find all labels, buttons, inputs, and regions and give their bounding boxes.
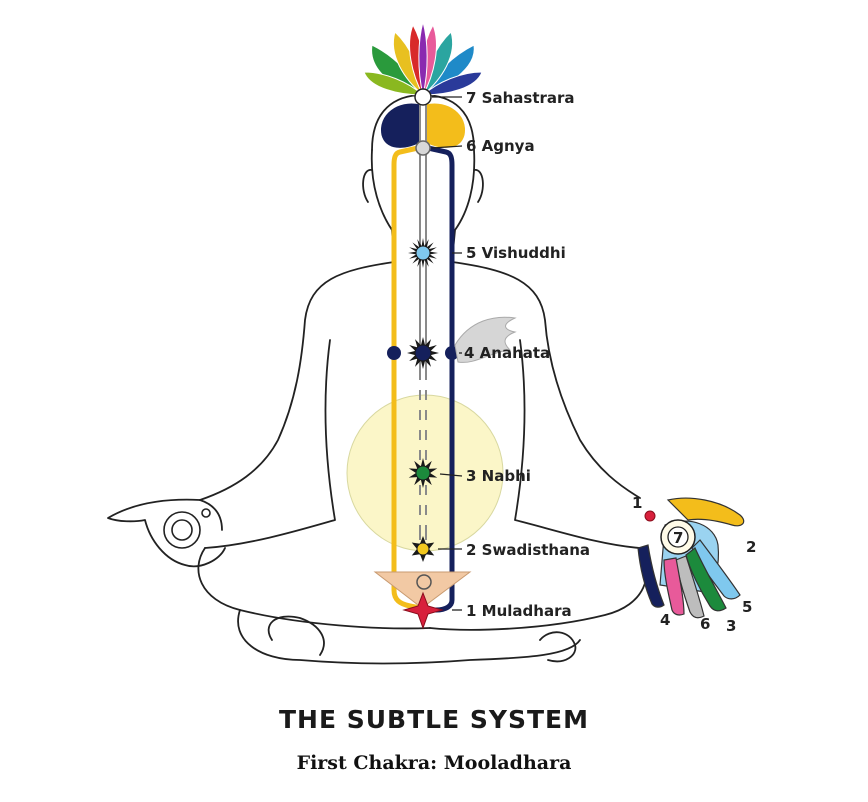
kundalini-coil [416,574,432,590]
left-palm-circle [163,508,211,549]
swadisthana-triangle [373,571,472,609]
swadisthana-chakra [411,536,435,562]
body-outline [107,94,648,665]
right-channel [427,145,455,613]
vishuddhi-chakra [408,238,438,268]
agnya-right-loop [425,103,465,148]
agnya-left-loop [381,103,421,148]
finger-number-6: 6 [700,615,710,633]
label-vishuddhi: 5 Vishuddhi [466,244,566,262]
nabhi-chakra [408,458,438,488]
diagram-title: THE SUBTLE SYSTEM [278,705,589,734]
left-channel [391,145,421,611]
sahastrara-chakra [414,88,432,106]
finger-number-7: 7 [673,529,683,547]
right-hand [637,497,745,619]
finger-number-1: 1 [632,494,642,512]
finger-number-3: 3 [726,617,736,635]
label-swadisthana: 2 Swadisthana [466,541,590,559]
label-anahata: 4 Anahata [464,344,550,362]
label-muladhara: 1 Muladhara [466,602,572,620]
finger-number-4: 4 [660,611,670,629]
finger-number-5: 5 [742,598,752,616]
anahata-chakra [407,337,439,369]
anahata-left-dot [387,346,401,360]
finger-number-2: 2 [746,538,756,556]
diagram-caption: First Chakra: Mooladhara [296,752,572,774]
anahata-wing [454,316,517,363]
label-sahastrara: 7 Sahastrara [466,89,575,107]
muladhara-chakra [402,591,444,630]
sahastrara-lotus [363,20,483,97]
leader-lines [431,96,463,611]
label-nabhi: 3 Nabhi [466,467,531,485]
label-agnya: 6 Agnya [466,137,535,155]
agnya-chakra [415,140,431,156]
